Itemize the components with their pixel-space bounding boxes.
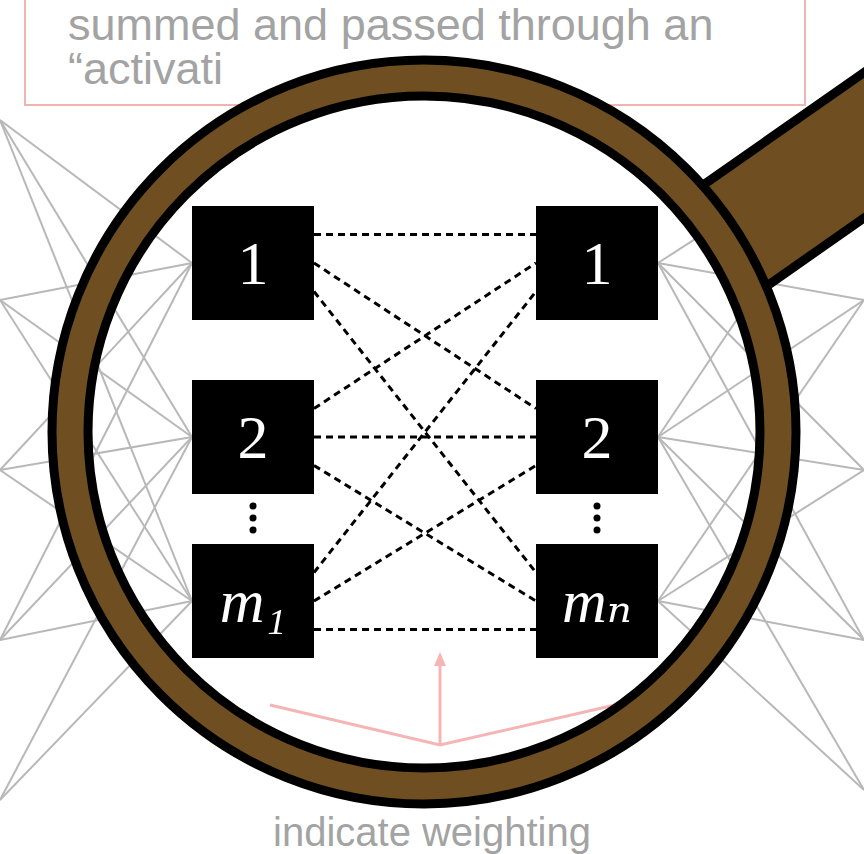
weight-connection	[314, 292, 536, 573]
pointer-bracket	[270, 652, 615, 745]
weight-connection	[314, 628, 536, 631]
weight-connection	[314, 466, 536, 602]
ring-outline	[52, 60, 796, 804]
background-note: “activati	[68, 46, 223, 91]
neuron-box: 2	[192, 380, 314, 494]
neuron-label: 1	[238, 232, 269, 294]
neuron-label: 2	[582, 406, 613, 468]
magnifier-ring	[70, 78, 778, 786]
neuron-box: 1	[536, 206, 658, 320]
neuron-label: 1	[582, 232, 613, 294]
weight-connection	[314, 466, 536, 602]
neuron-label: 2	[238, 406, 269, 468]
neuron-box: mₙ	[536, 544, 658, 658]
background-note: summed and passed through an	[68, 2, 713, 47]
weight-connection	[314, 233, 536, 236]
neuron-box: m₁	[192, 544, 314, 658]
neuron-label: m₁	[220, 570, 286, 632]
neuron-box: 2	[536, 380, 658, 494]
ellipsis-dots	[250, 503, 601, 534]
background-note: indicate weighting	[273, 812, 591, 852]
neuron-label: mₙ	[562, 570, 632, 632]
neuron-box: 1	[192, 206, 314, 320]
weight-connection	[314, 292, 536, 573]
weight-connection	[314, 436, 536, 439]
ring-outline	[88, 96, 760, 768]
